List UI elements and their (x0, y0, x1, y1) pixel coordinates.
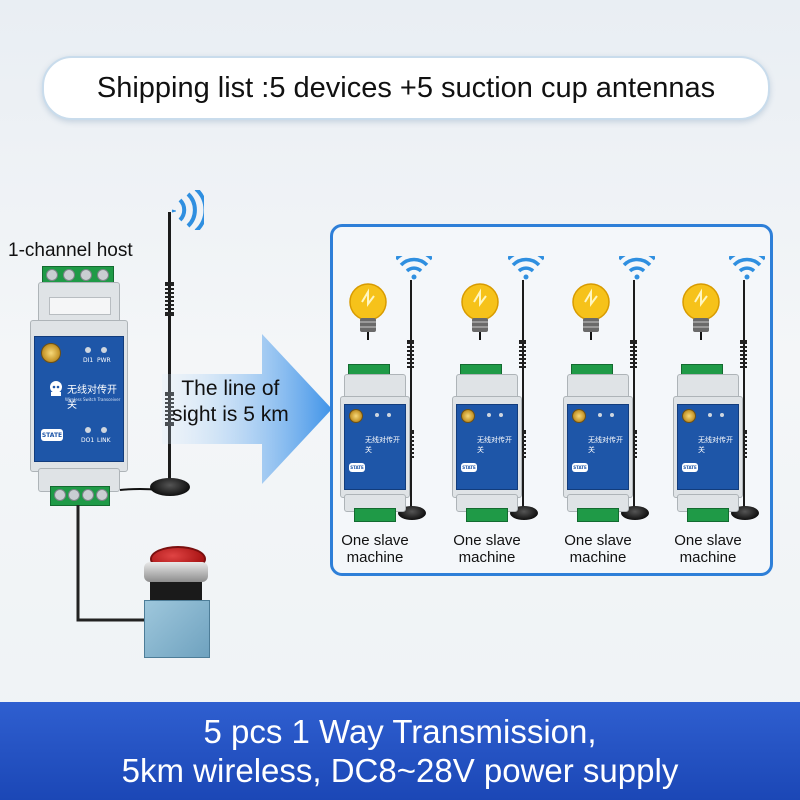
line-of-sight-line1: The line of (181, 377, 280, 400)
antenna-connector-icon (682, 409, 696, 423)
wifi-signal-icon (619, 256, 655, 280)
push-button-icon (140, 546, 212, 658)
host-antenna-rod (168, 212, 171, 484)
arrow-right-icon (162, 334, 332, 484)
slave-antenna-coil (740, 340, 747, 368)
slave-device-4: 无线对传开关 STATE One slave machine (671, 250, 775, 570)
host-label: 1-channel host (8, 240, 133, 261)
light-bulb-icon (349, 283, 387, 340)
slave-antenna-coil (407, 340, 414, 368)
led-di1 (85, 347, 91, 353)
light-bulb-icon (572, 283, 610, 340)
slave-front-panel: 无线对传开关 STATE (677, 404, 739, 490)
slave-bottom-terminal (687, 508, 729, 522)
wifi-signal-icon (396, 256, 432, 280)
slave-antenna-rod (633, 280, 635, 516)
slave-panel-title: 无线对传开关 (477, 436, 512, 454)
line-of-sight-label: The line of sight is 5 km (172, 376, 289, 428)
slave-antenna-rod (522, 280, 524, 516)
antenna-connector-icon (461, 409, 475, 423)
antenna-connector-icon (572, 409, 586, 423)
slave-antenna-coil (740, 430, 747, 458)
slave-label: One slave machine (453, 532, 521, 566)
wifi-signal-icon (508, 256, 544, 280)
slave-antenna-coil (519, 430, 526, 458)
led-pwr (101, 347, 107, 353)
shipping-list-banner: Shipping list :5 devices +5 suction cup … (42, 56, 770, 120)
host-panel-subtitle: Wireless Switch Transceiver (65, 397, 121, 402)
shipping-list-text: Shipping list :5 devices +5 suction cup … (96, 71, 716, 104)
slave-front-panel: 无线对传开关 STATE (567, 404, 629, 490)
slave-antenna-coil (519, 340, 526, 368)
state-button[interactable]: STATE (41, 429, 63, 441)
slave-antenna-coil (630, 430, 637, 458)
antenna-connector-icon (349, 409, 363, 423)
state-button[interactable]: STATE (572, 463, 588, 472)
slave-antenna-rod (743, 280, 745, 516)
antenna-connector-icon (41, 343, 61, 363)
led-link (101, 427, 107, 433)
slave-device-3: 无线对传开关 STATE One slave machine (561, 250, 665, 570)
slave-label: One slave machine (341, 532, 409, 566)
host-upper-shell (38, 282, 120, 324)
host-panel-title: 无线对传开关 (67, 385, 117, 411)
slave-device-1: 无线对传开关 STATE One slave machine (338, 250, 442, 570)
host-antenna-coil-upper (165, 282, 174, 316)
slave-bottom-terminal (466, 508, 508, 522)
bottom-banner: 5 pcs 1 Way Transmission, 5km wireless, … (0, 702, 800, 800)
light-bulb-icon (461, 283, 499, 340)
host-device: DI1 PWR 无线对传开关 Wireless Switch Transceiv… (28, 262, 128, 512)
slave-panel-title: 无线对传开关 (365, 436, 400, 454)
slave-panel-title: 无线对传开关 (588, 436, 623, 454)
state-button[interactable]: STATE (682, 463, 698, 472)
led-do1 (85, 427, 91, 433)
light-bulb-icon (682, 283, 720, 340)
slave-device-2: 无线对传开关 STATE One slave machine (450, 250, 554, 570)
slave-panel-title: 无线对传开关 (698, 436, 733, 454)
slave-bottom-terminal (354, 508, 396, 522)
state-button[interactable]: STATE (349, 463, 365, 472)
state-button[interactable]: STATE (461, 463, 477, 472)
wifi-signal-icon (171, 190, 204, 230)
line-of-sight-line2: sight is 5 km (172, 403, 289, 426)
slave-antenna-coil (630, 340, 637, 368)
bottom-banner-line1: 5 pcs 1 Way Transmission, (203, 713, 597, 750)
host-top-terminal (42, 266, 114, 286)
host-bottom-terminal (50, 486, 110, 506)
slave-bottom-terminal (577, 508, 619, 522)
slave-front-panel: 无线对传开关 STATE (456, 404, 518, 490)
wifi-signal-icon (729, 256, 765, 280)
slave-front-panel: 无线对传开关 STATE (344, 404, 406, 490)
host-antenna-base (150, 478, 190, 496)
slave-label: One slave machine (674, 532, 742, 566)
slave-label: One slave machine (564, 532, 632, 566)
bottom-banner-line2: 5km wireless, DC8~28V power supply (121, 752, 679, 789)
slave-antenna-coil (407, 430, 414, 458)
robot-logo-icon (50, 381, 62, 396)
slave-antenna-rod (410, 280, 412, 516)
host-front-panel: DI1 PWR 无线对传开关 Wireless Switch Transceiv… (34, 336, 124, 462)
